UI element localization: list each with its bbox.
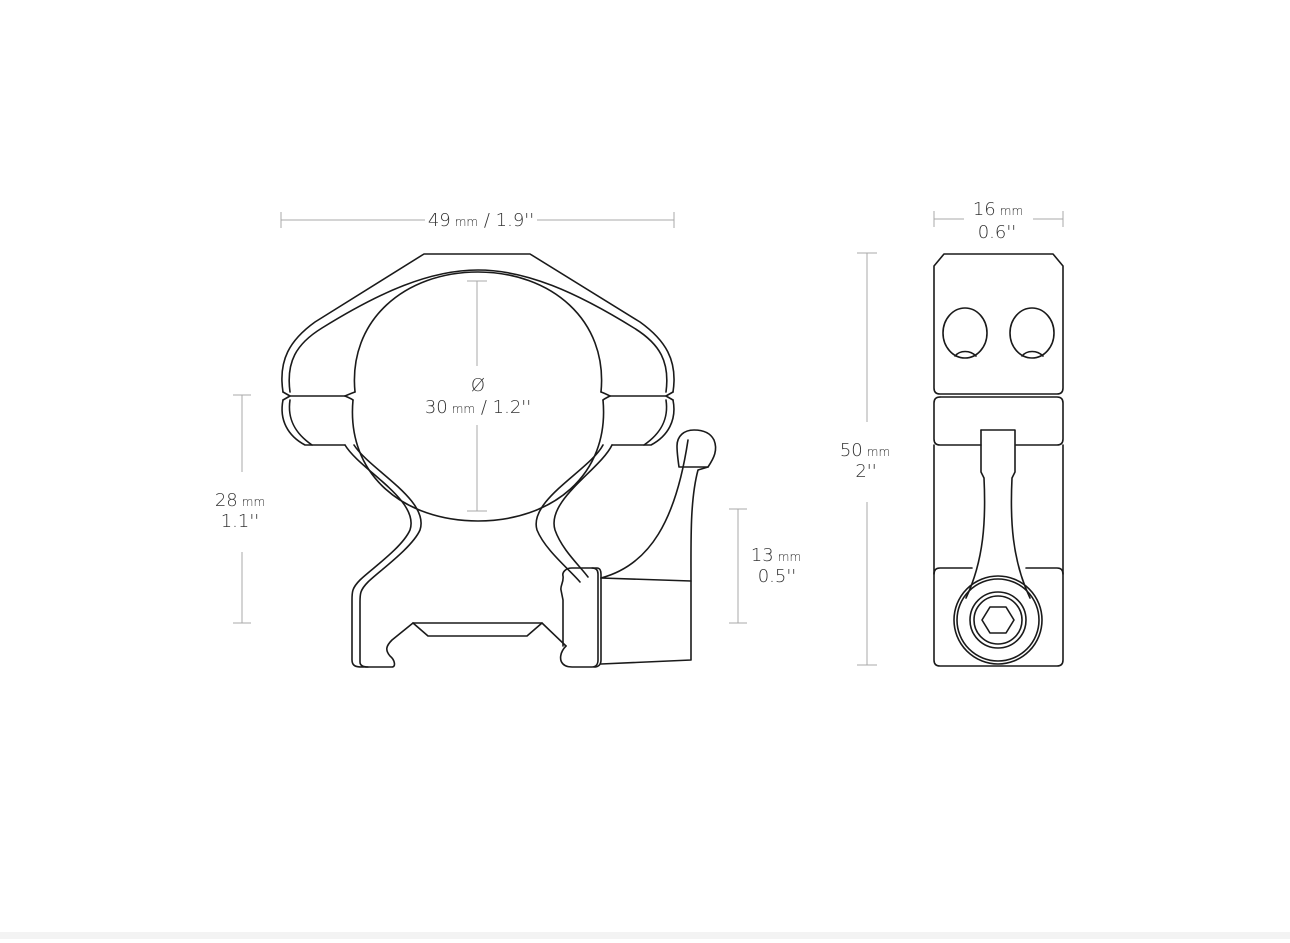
side-height-imperial: 2''	[855, 461, 876, 482]
bottom-strip	[0, 932, 1290, 939]
front-view-ring	[281, 253, 717, 668]
center-height-imperial: 1.1''	[221, 511, 260, 532]
lever-height-imperial: 0.5''	[758, 566, 797, 587]
side-view-ring	[933, 253, 1064, 667]
hex-socket-icon	[981, 606, 1015, 634]
diameter-symbol: Ø	[471, 375, 485, 396]
side-width-imperial: 0.6''	[978, 222, 1017, 243]
